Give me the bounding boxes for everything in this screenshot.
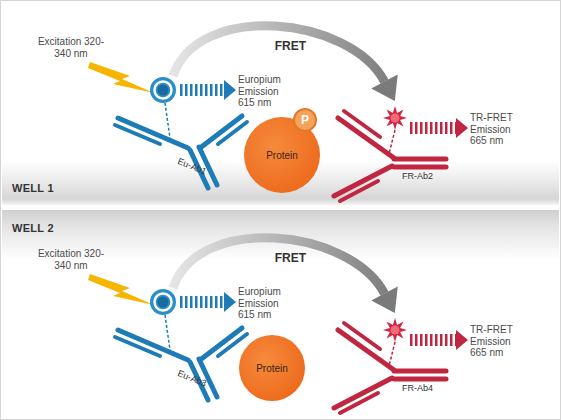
node-label: P xyxy=(301,113,309,127)
well-label: WELL 1 xyxy=(12,182,54,194)
antibody-label: Eu-Ab3 xyxy=(176,368,208,389)
antibody-stem xyxy=(394,369,446,374)
europium-ring xyxy=(155,294,172,311)
annotation-text: TR-FRET Emission 665 nm xyxy=(470,112,528,147)
well-panel: WELL 1 Eu-Ab1 Protein P FR-Ab2 xyxy=(2,2,559,205)
antibody-stem xyxy=(394,165,446,170)
emission-stripes xyxy=(180,296,224,308)
europium-core xyxy=(158,85,169,96)
donor-antibody: Eu-Ab3 xyxy=(110,288,250,404)
europium-ring xyxy=(155,82,172,99)
europium-core xyxy=(158,297,169,308)
annotation-text: TR-FRET Emission 665 nm xyxy=(470,324,528,359)
edge-label: FRET xyxy=(275,251,306,265)
annotation-text: Europium Emission 615 nm xyxy=(238,74,294,109)
node-label: Protein xyxy=(256,363,288,374)
well-panel: WELL 2 Eu-Ab3 ProteinFR-Ab4 xyxy=(2,210,559,418)
europium-donor xyxy=(150,77,176,103)
emission-stripes xyxy=(410,334,456,346)
acceptor-star xyxy=(383,106,407,130)
antibody-label: FR-Ab2 xyxy=(402,171,433,181)
well-label: WELL 2 xyxy=(12,222,54,234)
acceptor-star xyxy=(383,318,407,342)
node-label: Protein xyxy=(266,150,298,161)
emission-stripes xyxy=(180,84,224,96)
annotation-text: Excitation 320-340 nm xyxy=(36,248,106,271)
acceptor-antibody: FR-Ab4 xyxy=(322,314,452,414)
antibody-stem xyxy=(394,157,446,162)
acceptor-antibody: FR-Ab2 xyxy=(322,102,452,202)
antibody-stem xyxy=(394,377,446,382)
edge-label: FRET xyxy=(275,39,306,53)
acceptor-core xyxy=(391,326,400,335)
antibody-label: FR-Ab4 xyxy=(402,383,433,393)
europium-donor xyxy=(150,289,176,315)
annotation-text: Excitation 320-340 nm xyxy=(36,36,106,59)
emission-stripes xyxy=(410,122,456,134)
protein-circle: Protein xyxy=(239,335,305,401)
phospho-circle: P xyxy=(293,108,317,132)
annotation-text: Europium Emission 615 nm xyxy=(238,286,294,321)
donor-antibody: Eu-Ab1 xyxy=(110,76,250,192)
antibody-label: Eu-Ab1 xyxy=(176,156,208,177)
acceptor-core xyxy=(391,114,400,123)
